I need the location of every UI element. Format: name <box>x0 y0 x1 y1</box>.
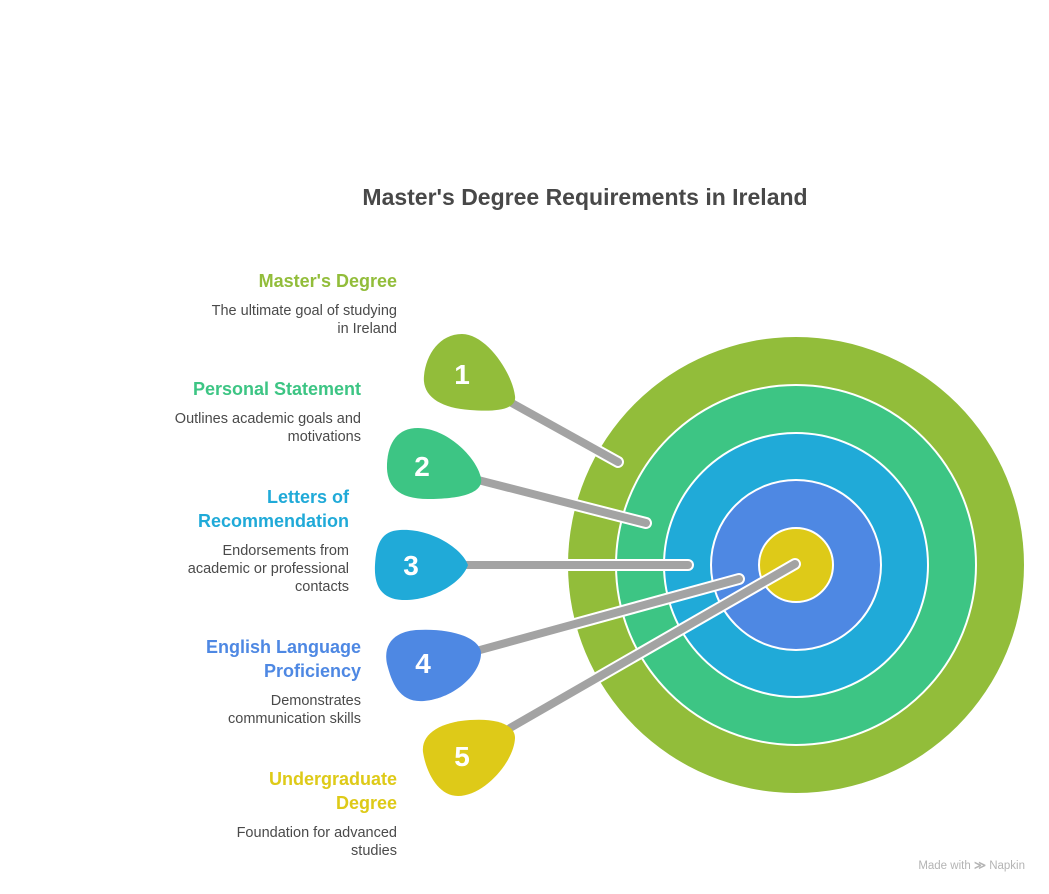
badge-2: 2 <box>386 428 482 499</box>
label-line: Proficiency <box>263 661 361 681</box>
desc-line: Endorsements from <box>222 543 349 559</box>
item-english-language-proficiency: English Language Proficiency Demonstrate… <box>206 635 361 728</box>
badge-4: 4 <box>386 629 482 702</box>
label-line: Undergraduate <box>268 769 397 789</box>
label-line: Degree <box>335 793 397 813</box>
badge-5-number: 5 <box>454 741 470 772</box>
diagram-title: Master's Degree Requirements in Ireland <box>362 184 808 210</box>
footer-brand: Napkin <box>989 860 1025 872</box>
item-description: Demonstrates communication skills <box>206 692 361 728</box>
arrow-shaft-2 <box>474 476 650 527</box>
badge-2-number: 2 <box>414 451 430 482</box>
item-label: English Language Proficiency <box>206 635 361 683</box>
desc-line: academic or professional <box>187 561 349 577</box>
badge-3-shape <box>374 529 468 601</box>
footer-prefix: Made with <box>918 860 971 872</box>
badge-1-shape <box>423 334 516 411</box>
badge-3: 3 <box>374 529 468 601</box>
napkin-logo-icon: ≫ <box>973 860 986 872</box>
item-description: The ultimate goal of studying in Ireland <box>212 302 397 338</box>
label-line: Recommendation <box>197 511 349 531</box>
badge-1: 1 <box>423 334 516 411</box>
item-masters-degree: Master's Degree The ultimate goal of stu… <box>212 269 397 338</box>
item-description: Foundation for advanced studies <box>237 824 397 860</box>
desc-line: Foundation for advanced <box>236 825 397 841</box>
label-line: Letters of <box>266 487 349 507</box>
arrow-shaft-4 <box>476 575 743 654</box>
desc-line: in Ireland <box>337 321 397 337</box>
desc-line: Outlines academic goals and <box>174 411 361 427</box>
desc-line: studies <box>351 843 397 859</box>
badge-1-number: 1 <box>454 359 470 390</box>
badge-4-shape <box>386 629 482 702</box>
badge-5-shape <box>422 719 515 796</box>
badge-3-number: 3 <box>403 550 419 581</box>
desc-line: contacts <box>295 579 349 595</box>
badge-5: 5 <box>422 719 515 796</box>
item-description: Endorsements from academic or profession… <box>188 542 349 596</box>
item-description: Outlines academic goals and motivations <box>175 410 361 446</box>
item-label: Undergraduate Degree <box>237 767 397 815</box>
item-letters-of-recommendation: Letters of Recommendation Endorsements f… <box>188 485 349 596</box>
badge-2-shape <box>386 428 482 499</box>
made-with-napkin[interactable]: Made with ≫ Napkin <box>918 858 1025 872</box>
item-label: Letters of Recommendation <box>188 485 349 533</box>
arrow-shaft-1 <box>506 398 622 466</box>
item-label: Personal Statement <box>192 379 361 399</box>
desc-line: communication skills <box>228 711 361 727</box>
arrow-shaft-5 <box>506 560 799 732</box>
item-label: Master's Degree <box>258 271 397 291</box>
badge-4-number: 4 <box>415 648 431 679</box>
item-personal-statement: Personal Statement Outlines academic goa… <box>175 377 361 446</box>
arrow-shafts <box>459 396 801 734</box>
label-line: English Language <box>205 637 361 657</box>
item-undergraduate-degree: Undergraduate Degree Foundation for adva… <box>237 767 397 860</box>
desc-line: motivations <box>287 429 361 445</box>
desc-line: The ultimate goal of studying <box>211 303 397 319</box>
desc-line: Demonstrates <box>270 693 361 709</box>
